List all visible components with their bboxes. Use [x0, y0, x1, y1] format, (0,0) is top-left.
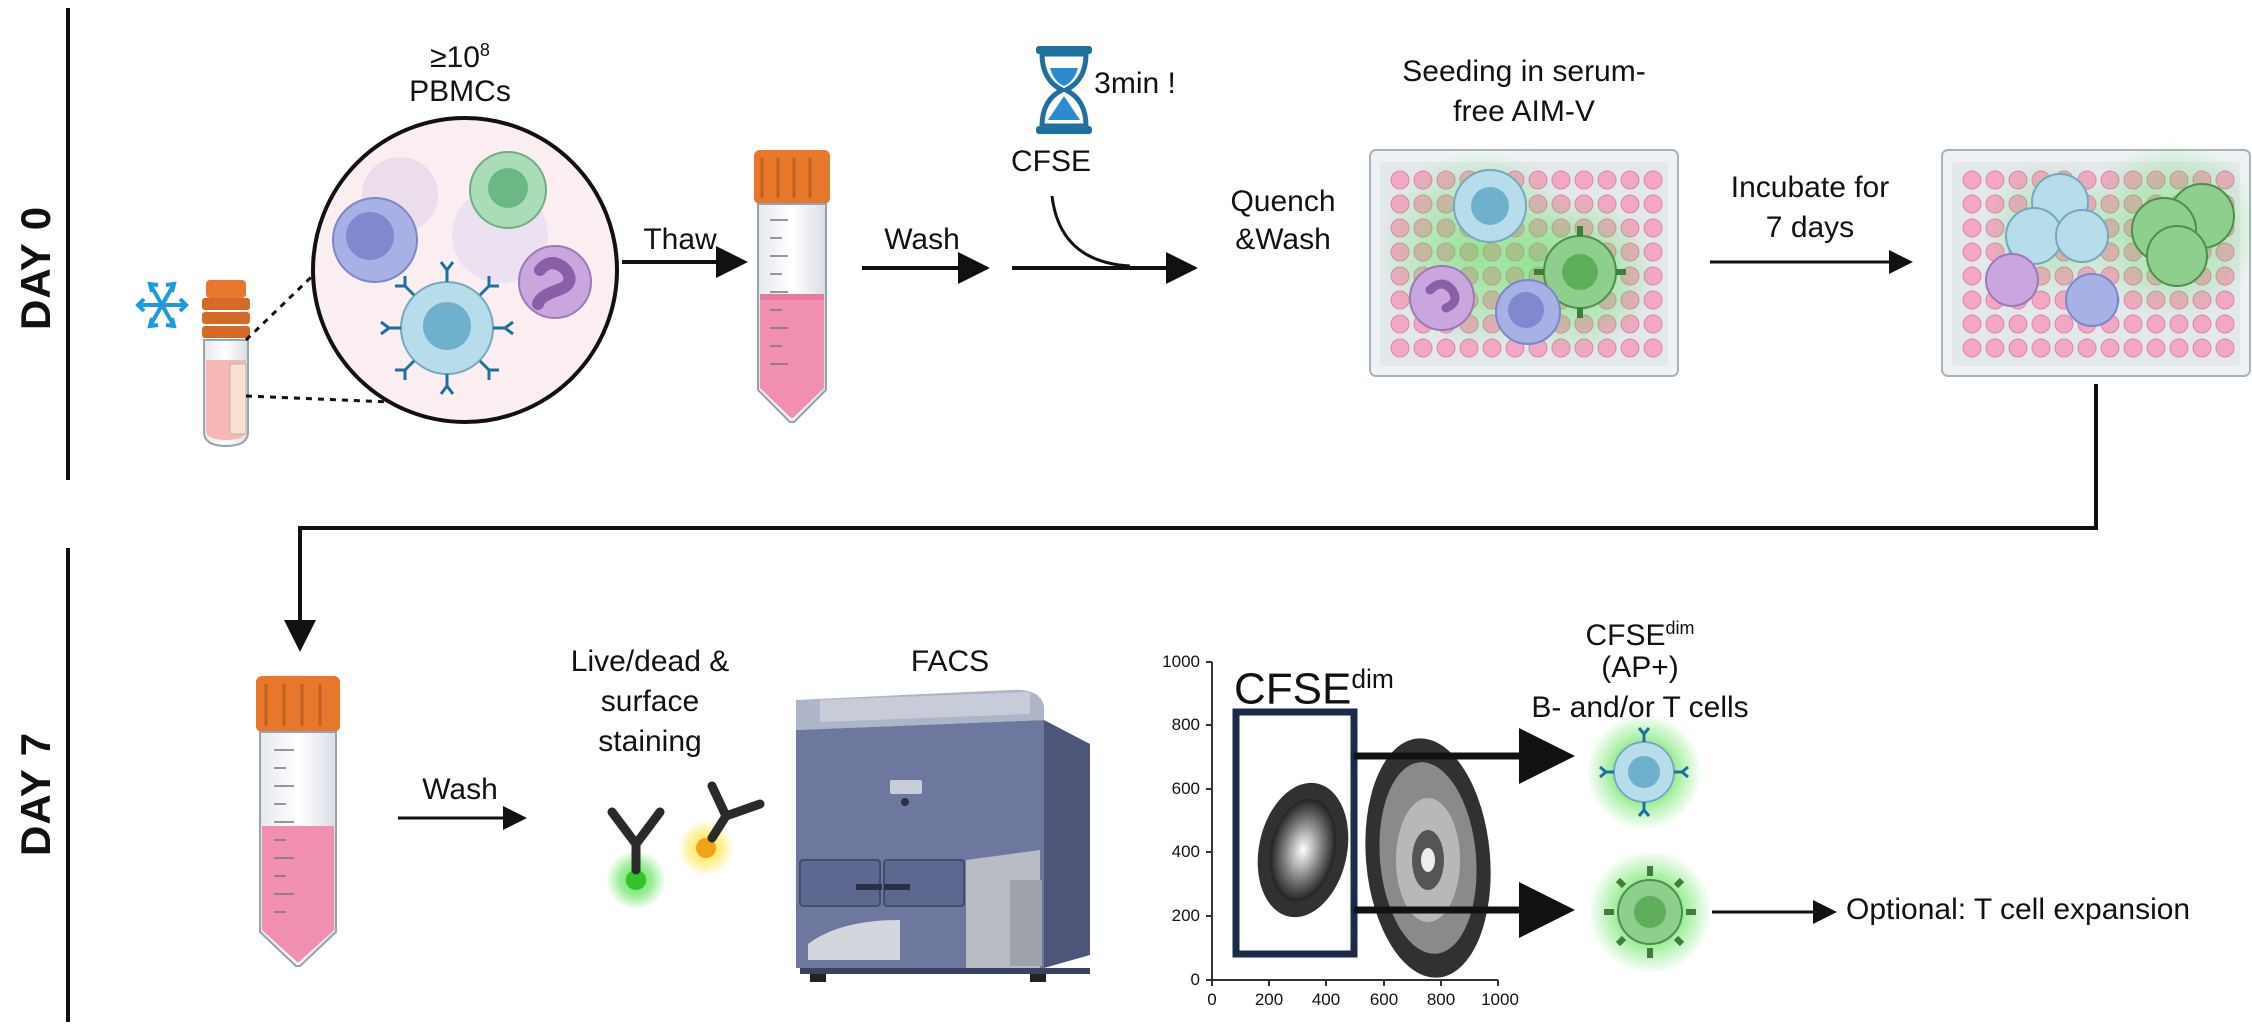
cryovial-icon: [202, 280, 250, 448]
x-tick-600: 600: [1369, 990, 1399, 1009]
well: [1962, 170, 1982, 190]
falcon-tube-day0: [754, 150, 830, 423]
cfse-addition-curve: [1050, 195, 1131, 268]
well: [1620, 338, 1640, 358]
quench-label-line1: Quench: [1230, 185, 1336, 218]
well: [1962, 290, 1982, 310]
snowflake-icon: [135, 281, 189, 329]
well: [1620, 194, 1640, 214]
day0-label: DAY 0: [12, 205, 59, 330]
antibody-green-icon: [606, 807, 666, 910]
x-tick-400: 400: [1311, 990, 1341, 1009]
wash-label-day0: Wash: [884, 223, 960, 256]
wash-label-day7: Wash: [422, 773, 498, 806]
y-tick-600: 600: [1171, 779, 1200, 798]
pbmc-count-label: ≥108: [430, 40, 490, 74]
optional-expansion-label: Optional: T cell expansion: [1846, 893, 2191, 926]
hourglass-icon: [1036, 46, 1092, 134]
well: [1962, 338, 1982, 358]
result-label-line2: (AP+): [1601, 651, 1679, 684]
well: [2100, 338, 2120, 358]
well: [1985, 314, 2005, 334]
result-b-cell-icon: [1586, 714, 1702, 830]
day7-label: DAY 7: [12, 731, 59, 856]
well: [1413, 338, 1433, 358]
x-tick-800: 800: [1426, 990, 1456, 1009]
timer-label: 3min !: [1094, 67, 1176, 100]
well: [2123, 338, 2143, 358]
pbmc-magnified-view: [311, 116, 619, 424]
well: [1962, 314, 1982, 334]
well: [1643, 218, 1663, 238]
well: [2146, 338, 2166, 358]
well-plate-seeding: [1369, 149, 1679, 377]
antibody-yellow-icon: [678, 781, 765, 876]
well: [1574, 170, 1594, 190]
y-tick-800: 800: [1171, 715, 1200, 734]
facs-machine-icon: [796, 689, 1090, 982]
well: [1390, 314, 1410, 334]
x-tick-0: 0: [1207, 990, 1217, 1009]
well: [2054, 314, 2074, 334]
well: [2215, 314, 2235, 334]
x-tick-200: 200: [1254, 990, 1284, 1009]
well: [1985, 338, 2005, 358]
well: [1962, 218, 1982, 238]
well: [1390, 338, 1410, 358]
well: [1962, 266, 1982, 286]
staining-label-line1: Live/dead &: [570, 645, 730, 678]
well: [1643, 194, 1663, 214]
well: [2031, 314, 2051, 334]
cfse-label: CFSE: [1010, 145, 1091, 178]
incubate-label-line1: Incubate for: [1730, 171, 1890, 204]
staining-label-line3: staining: [598, 725, 702, 758]
seeding-label-line1: Seeding in serum-: [1402, 55, 1646, 88]
quench-label-line2: &Wash: [1235, 223, 1331, 256]
well: [2215, 338, 2235, 358]
well-plate-incubated: [1941, 140, 2252, 377]
result-label-line3: B- and/or T cells: [1531, 691, 1749, 724]
well: [1962, 242, 1982, 262]
well: [2054, 338, 2074, 358]
well: [1643, 338, 1663, 358]
well: [2008, 314, 2028, 334]
well: [1551, 170, 1571, 190]
x-tick-1000: 1000: [1481, 990, 1519, 1009]
well: [1962, 194, 1982, 214]
well: [2169, 338, 2189, 358]
y-tick-0: 0: [1190, 970, 1200, 989]
y-tick-1000: 1000: [1162, 652, 1200, 671]
day-transition-connector: [284, 384, 2098, 652]
well: [2031, 338, 2051, 358]
well: [1643, 170, 1663, 190]
facs-label: FACS: [910, 645, 990, 678]
cfse-dim-gate: [1232, 708, 1358, 958]
falcon-tube-day7: [256, 676, 340, 967]
result-label-line1: CFSEdim: [1585, 618, 1695, 652]
thaw-label: Thaw: [643, 223, 717, 256]
well: [2008, 338, 2028, 358]
result-t-cell-icon: [1588, 850, 1712, 974]
well: [2192, 314, 2212, 334]
seeding-label-line2: free AIM-V: [1453, 95, 1595, 128]
well: [1620, 170, 1640, 190]
well: [2192, 338, 2212, 358]
well: [2123, 314, 2143, 334]
staining-label-line2: surface: [600, 685, 700, 718]
cfse-flow-plot: [1206, 661, 1499, 986]
y-tick-200: 200: [1171, 906, 1200, 925]
well: [1597, 170, 1617, 190]
well: [2077, 338, 2097, 358]
pbmc-label: PBMCs: [409, 75, 511, 108]
incubate-label-line2: 7 days: [1765, 211, 1855, 244]
y-tick-400: 400: [1171, 842, 1200, 861]
well: [1643, 314, 1663, 334]
gate-label: CFSEdim: [1234, 664, 1394, 714]
